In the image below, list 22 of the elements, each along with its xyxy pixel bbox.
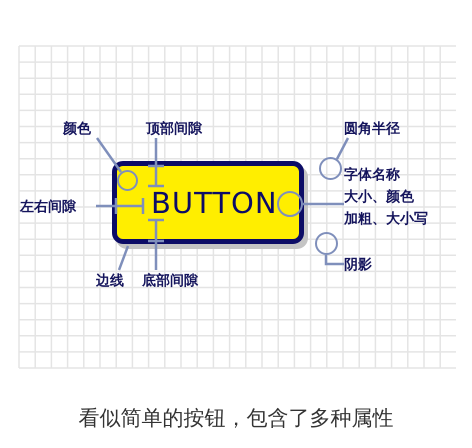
caption: 看似简单的按钮，包含了多种属性 (78, 405, 394, 432)
callout-label: 底部间隙 (142, 270, 198, 292)
leader-line (324, 255, 344, 266)
leader-line (96, 204, 116, 208)
leader-line (336, 137, 350, 160)
leader-line (154, 241, 158, 270)
callout-label: 圆角半径 (344, 118, 400, 140)
highlight-circle (319, 157, 342, 180)
leader-line (96, 137, 122, 173)
callout-label: 阴影 (344, 254, 372, 276)
highlight-circle (315, 232, 338, 255)
leader-line (303, 202, 344, 206)
leader-line (118, 246, 130, 270)
button-label: BUTTON (151, 185, 278, 222)
callout-label: 左右间隙 (20, 196, 76, 218)
leader-line (154, 138, 158, 166)
callout-label: 边线 (96, 270, 124, 292)
highlight-circle (277, 191, 303, 217)
callout-label: 字体名称 大小、颜色 加粗、大小写 (344, 164, 428, 230)
highlight-circle (117, 170, 138, 191)
callout-label: 顶部间隙 (146, 118, 202, 140)
callout-label: 颜色 (63, 118, 91, 140)
